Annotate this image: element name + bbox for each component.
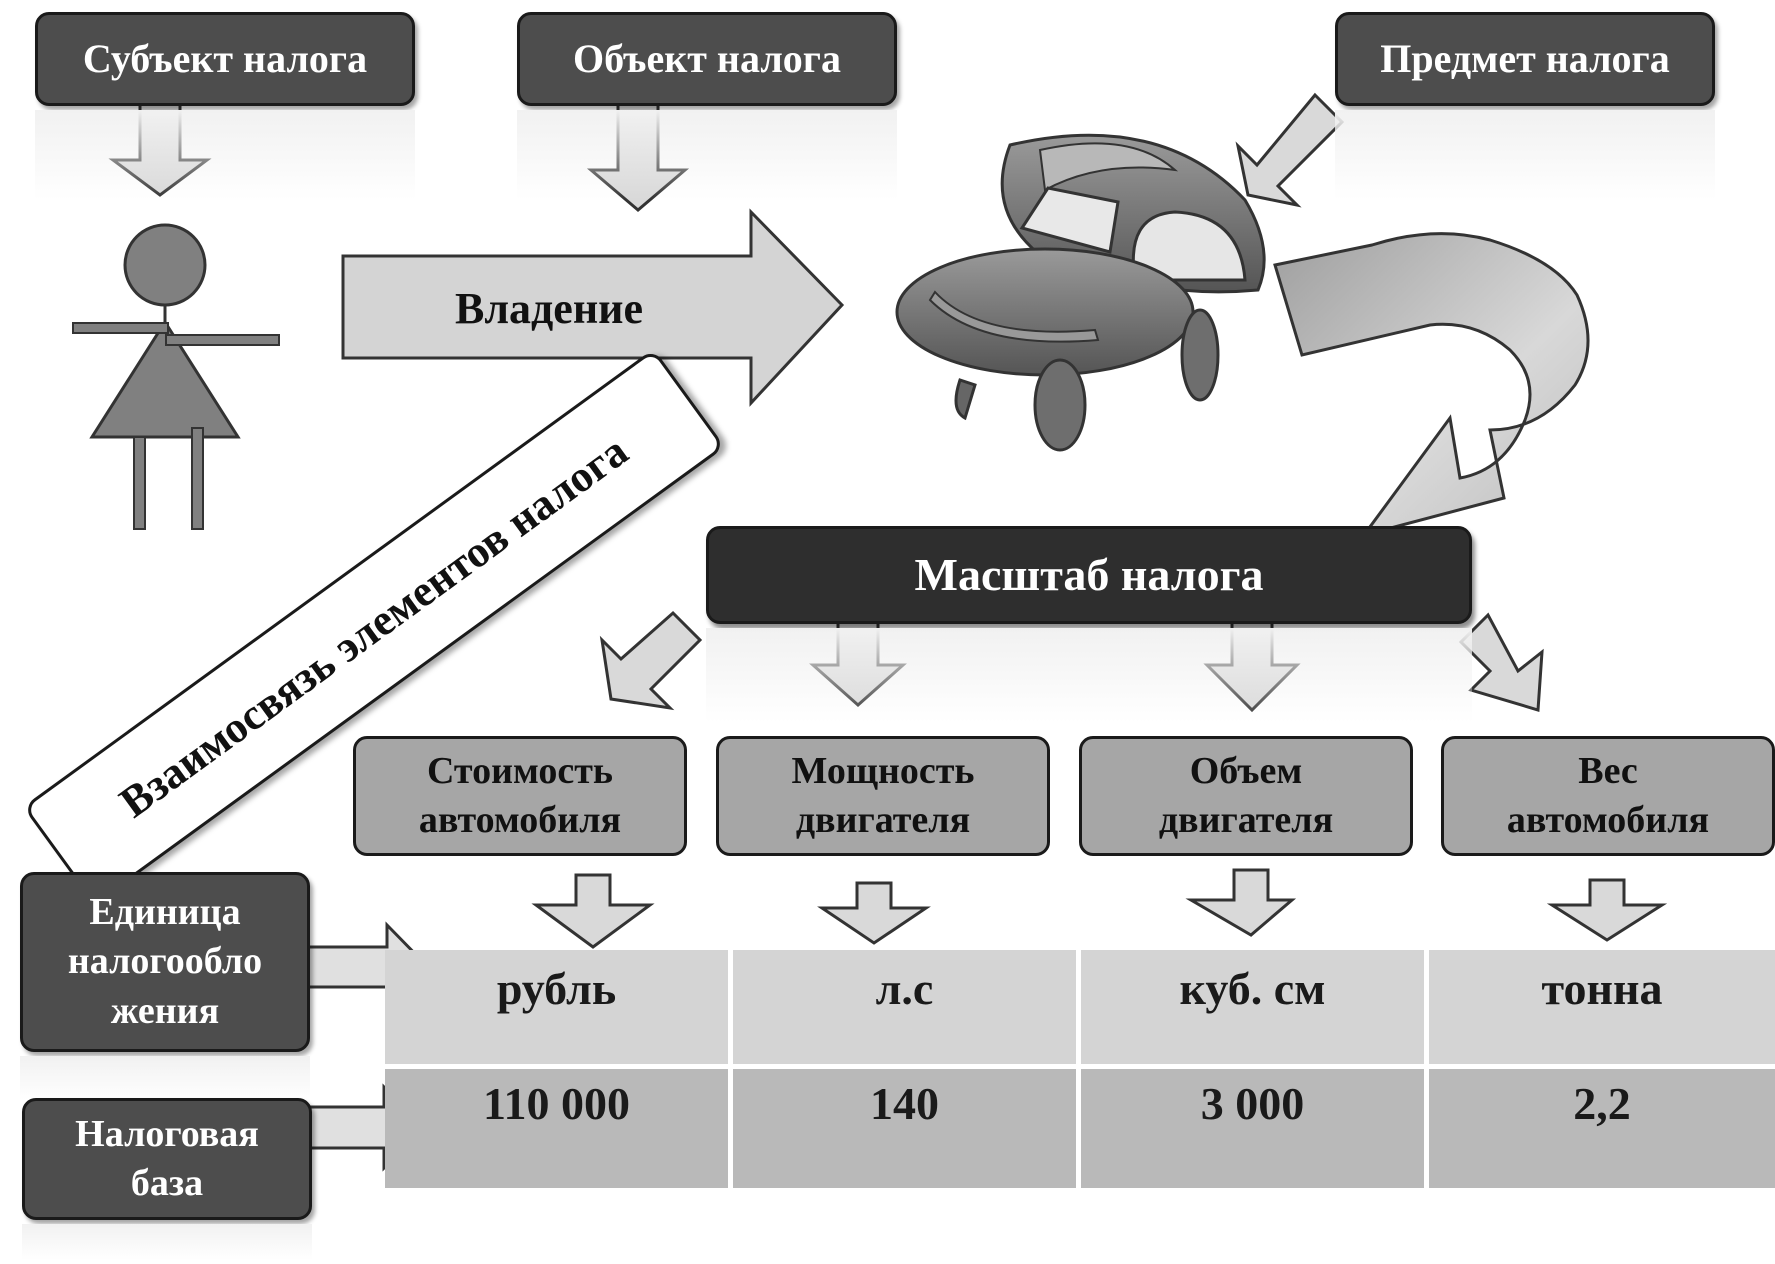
unit-arrow-4 (1546, 878, 1668, 942)
item-label: Предмет налога (1380, 36, 1670, 81)
unit-label-line1: Единица (89, 890, 241, 933)
subject-box: Субъект налога (35, 12, 415, 106)
scale-item-line1: Мощность (791, 749, 975, 792)
unit-value: рубль (496, 963, 617, 1014)
scale-arrow-1 (599, 610, 703, 711)
ownership-arrow (341, 208, 845, 407)
scale-item-volume: Объем двигателя (1079, 736, 1413, 856)
unit-arrow-3 (1185, 868, 1297, 937)
ownership-label: Владение (455, 284, 644, 333)
car-to-scale-curved-arrow (1273, 232, 1590, 538)
base-cell-2: 140 (733, 1069, 1076, 1188)
unit-value: куб. см (1179, 963, 1326, 1014)
tax-base-box: Налоговая база (22, 1098, 312, 1220)
scale-item-cost: Стоимость автомобиля (353, 736, 687, 856)
base-reflection (22, 1224, 312, 1260)
scale-title: Масштаб налога (914, 549, 1264, 601)
base-value: 110 000 (483, 1078, 630, 1129)
scale-item-line2: двигателя (795, 799, 971, 841)
unit-cell-3: куб. см (1081, 950, 1424, 1064)
unit-arrow-2 (817, 881, 931, 945)
scale-arrow-4 (1458, 612, 1544, 712)
scale-box: Масштаб налога (706, 526, 1472, 624)
unit-reflection (20, 1056, 310, 1100)
item-reflection (1335, 110, 1715, 200)
scale-item-weight: Вес автомобиля (1441, 736, 1775, 856)
car-icon (895, 133, 1266, 452)
unit-label-line3: жения (110, 989, 220, 1032)
unit-label-line2: налогообло (67, 940, 263, 983)
scale-item-line2: двигателя (1158, 799, 1334, 841)
scale-item-power: Мощность двигателя (716, 736, 1050, 856)
base-label-line1: Налоговая (75, 1112, 259, 1155)
scale-item-line1: Объем (1189, 749, 1303, 792)
base-value: 3 000 (1200, 1078, 1305, 1129)
subject-reflection (35, 110, 415, 200)
base-value: 140 (870, 1078, 939, 1129)
unit-cell-1: рубль (385, 950, 728, 1064)
object-box: Объект налога (517, 12, 897, 106)
object-reflection (517, 110, 897, 200)
scale-item-line2: автомобиля (1506, 799, 1710, 841)
unit-value: тонна (1541, 963, 1663, 1014)
base-label-line2: база (130, 1162, 204, 1204)
scale-item-line1: Стоимость (426, 749, 613, 792)
scale-item-line2: автомобиля (418, 799, 622, 841)
unit-of-taxation-box: Единица налогообло жения (20, 872, 310, 1052)
item-diagonal-arrow (1235, 92, 1345, 208)
item-box: Предмет налога (1335, 12, 1715, 106)
scale-reflection (706, 628, 1472, 723)
unit-arrow-1 (531, 873, 655, 949)
base-cell-4: 2,2 (1429, 1069, 1775, 1188)
subject-label: Субъект налога (82, 36, 368, 81)
unit-value: л.с (875, 963, 934, 1014)
person-icon (72, 223, 280, 530)
scale-item-line1: Вес (1578, 749, 1638, 792)
unit-cell-2: л.с (733, 950, 1076, 1064)
base-cell-1: 110 000 (385, 1069, 728, 1188)
object-label: Объект налога (573, 36, 841, 81)
base-cell-3: 3 000 (1081, 1069, 1424, 1188)
unit-cell-4: тонна (1429, 950, 1775, 1064)
base-value: 2,2 (1573, 1078, 1631, 1129)
